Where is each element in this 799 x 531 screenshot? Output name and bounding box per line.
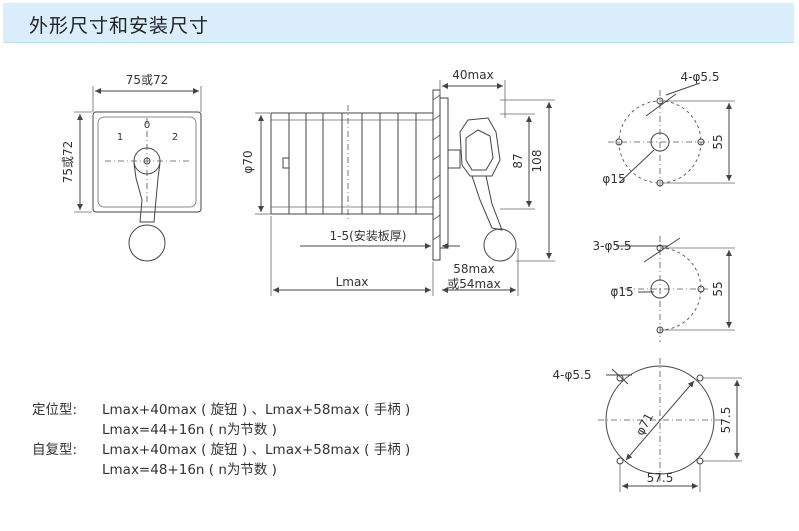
auto-type-line-2: Lmax=48+16n ( n为节数 ): [102, 462, 277, 478]
height-87-label: 87: [511, 153, 525, 168]
front-view: 75或72 75或72 1 0 2: [61, 73, 202, 262]
side-view: φ70 4: [241, 68, 555, 296]
top-dimension-label: 40max: [452, 68, 493, 82]
mount1-center-label: φ15: [602, 172, 625, 186]
handle-length-label: 58max: [453, 262, 494, 276]
front-width-label: 75或72: [126, 73, 169, 87]
fixed-type-row-1: 定位型: Lmax+40max ( 旋钮 ) 、Lmax+58max ( 手柄 ): [32, 400, 410, 420]
height-108-label: 108: [530, 150, 544, 173]
mount2-distance-label: 55: [711, 281, 725, 296]
front-height-label: 75或72: [61, 141, 75, 184]
mount1-holes-label: 4-φ5.5: [681, 70, 720, 84]
handle-length-alt-label: 或54max: [447, 277, 500, 291]
mount-pattern-round: φ71 4-φ5.5 57.5 57.5: [553, 358, 742, 492]
auto-type-row-2: Lmax=48+16n ( n为节数 ): [32, 460, 410, 480]
auto-type-line-1: Lmax+40max ( 旋钮 ) 、Lmax+58max ( 手柄 ): [102, 442, 411, 458]
mount3-diameter-label: φ71: [633, 411, 656, 438]
diameter-label: φ70: [241, 150, 255, 173]
lmax-label: Lmax: [336, 275, 369, 289]
auto-type-row-1: 自复型: Lmax+40max ( 旋钮 ) 、Lmax+58max ( 手柄 ): [32, 440, 410, 460]
mount3-horizontal-label: 57.5: [647, 471, 674, 485]
mount3-vertical-label: 57.5: [719, 407, 733, 434]
mount1-distance-label: 55: [711, 134, 725, 149]
auto-type-label: 自复型:: [32, 442, 78, 458]
fixed-type-label: 定位型:: [32, 402, 78, 418]
position-1-label: 1: [117, 132, 123, 143]
mount2-center-label: φ15: [610, 285, 633, 299]
position-2-label: 2: [172, 132, 178, 143]
fixed-type-line-1: Lmax+40max ( 旋钮 ) 、Lmax+58max ( 手柄 ): [102, 402, 411, 418]
mount3-holes-label: 4-φ5.5: [553, 368, 592, 382]
fixed-type-row-2: Lmax=44+16n ( n为节数 ): [32, 420, 410, 440]
panel-thickness-label: 1-5(安装板厚): [330, 228, 407, 243]
formula-notes: 定位型: Lmax+40max ( 旋钮 ) 、Lmax+58max ( 手柄 )…: [32, 400, 410, 480]
mount-pattern-4-holes: 4-φ5.5 φ15 55: [602, 70, 735, 194]
position-0-label: 0: [144, 120, 150, 131]
mount-pattern-3-holes: 3-φ5.5 φ15 55: [593, 236, 735, 342]
section-title: 外形尺寸和安装尺寸: [29, 15, 210, 37]
mount2-holes-label: 3-φ5.5: [593, 239, 632, 253]
fixed-type-line-2: Lmax=44+16n ( n为节数 ): [102, 422, 277, 438]
section-header: 外形尺寸和安装尺寸: [3, 3, 794, 43]
